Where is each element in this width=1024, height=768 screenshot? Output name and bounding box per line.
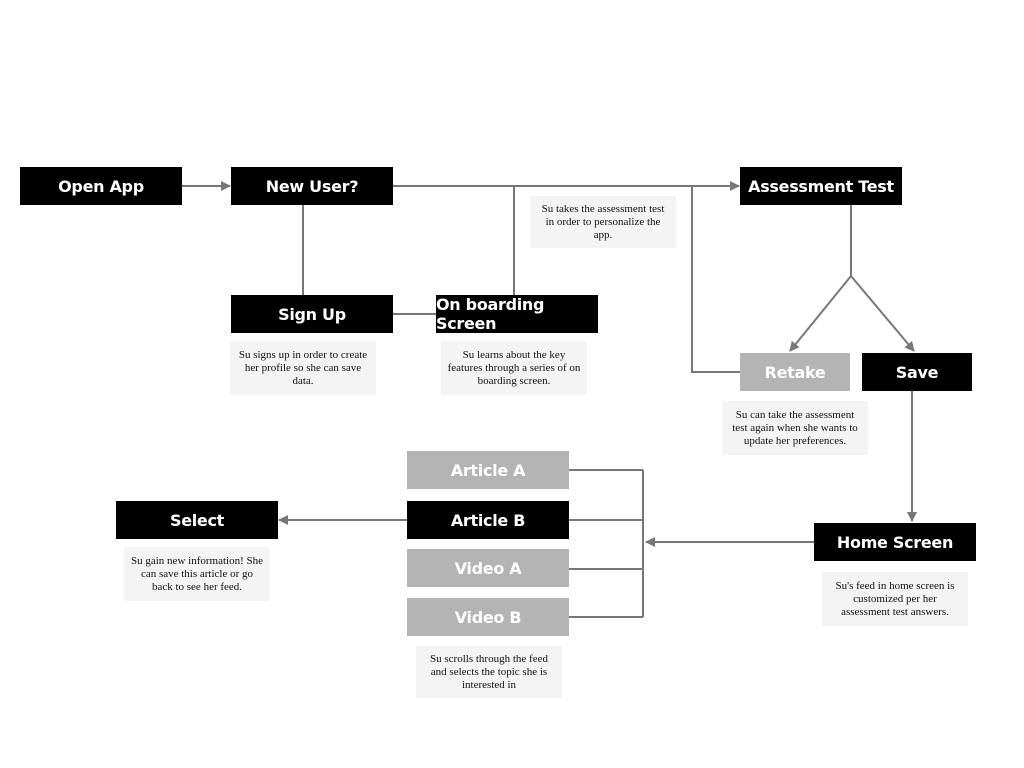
note-home-screen: Su's feed in home screen is customized p… <box>822 572 968 626</box>
note-assessment: Su takes the assessment test in order to… <box>530 196 676 248</box>
note-onboarding: Su learns about the key features through… <box>441 341 587 395</box>
node-save[interactable]: Save <box>862 353 972 391</box>
node-article-a[interactable]: Article A <box>407 451 569 489</box>
line-retake-loop <box>691 186 741 373</box>
node-article-b[interactable]: Article B <box>407 501 569 539</box>
note-select: Su gain new information! She can save th… <box>124 547 270 601</box>
note-sign-up: Su signs up in order to create her profi… <box>230 341 376 395</box>
node-video-a[interactable]: Video A <box>407 549 569 587</box>
arrow-to-retake <box>789 275 852 352</box>
node-onboarding-screen[interactable]: On boarding Screen <box>436 295 598 333</box>
node-retake[interactable]: Retake <box>740 353 850 391</box>
node-assessment-test[interactable]: Assessment Test <box>740 167 902 205</box>
node-select[interactable]: Select <box>116 501 278 539</box>
note-retake: Su can take the assessment test again wh… <box>722 401 868 455</box>
note-feed: Su scrolls through the feed and selects … <box>416 646 562 698</box>
node-home-screen[interactable]: Home Screen <box>814 523 976 561</box>
node-video-b[interactable]: Video B <box>407 598 569 636</box>
arrow-to-save <box>850 275 915 352</box>
node-sign-up[interactable]: Sign Up <box>231 295 393 333</box>
node-open-app[interactable]: Open App <box>20 167 182 205</box>
node-new-user[interactable]: New User? <box>231 167 393 205</box>
